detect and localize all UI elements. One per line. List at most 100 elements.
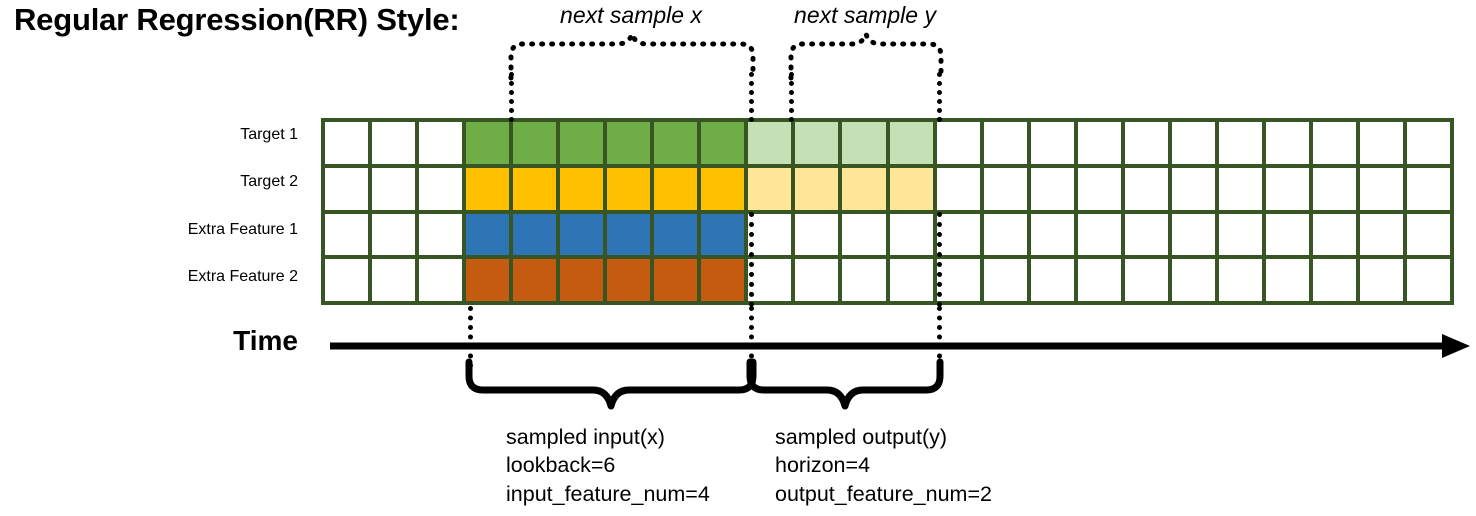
grid-cell-blank [1359,167,1403,210]
grid-cell-input [560,122,604,164]
grid-cell-blank [1406,167,1450,210]
grid-cell-output [795,122,839,164]
grid-cell-input [513,259,557,301]
grid-cell-blank [795,259,839,301]
grid-cell-blank [1171,167,1215,210]
grid-cell-blank [1124,167,1168,210]
grid-cell-output [889,167,933,210]
annotation-sampled-input: sampled input(x) lookback=6 input_featur… [506,423,710,508]
grid-cell-output [748,167,792,210]
annotation-sampled-output-line-1: sampled output(y) [775,425,948,449]
grid-cell-blank [325,122,369,164]
grid-cell-blank [842,213,886,256]
grid-cell-blank [1030,213,1074,256]
row-label-target-1: Target 1 [240,126,298,143]
grid-cell-blank [325,213,369,256]
grid-cell-input [654,122,698,164]
dotted-guide-output-start-top [789,72,794,122]
grid-cell-output [842,167,886,210]
grid-cell-blank [1359,259,1403,301]
dotted-guide-output-end-top [937,72,942,122]
grid-cell-blank [1265,122,1309,164]
grid-cell-input [466,213,510,256]
row-label-extra-feature-1: Extra Feature 1 [187,221,298,238]
brace-sampled-input [465,358,757,410]
brace-sampled-output [746,358,944,410]
grid-cell-blank [1312,213,1356,256]
grid-cell-blank [1406,213,1450,256]
grid-cell-blank [325,167,369,210]
grid-cell-blank [1030,122,1074,164]
grid-cell-blank [936,122,980,164]
grid-cell-output [842,122,886,164]
row-label-target-2: Target 2 [240,173,298,190]
dotted-guide-input-end-top [749,72,754,122]
grid-cell-blank [795,213,839,256]
dotted-guide-input-start-bottom [468,306,473,368]
grid-cell-blank [372,213,416,256]
grid-cell-blank [983,213,1027,256]
grid-cell-blank [936,259,980,301]
grid-cell-blank [1265,259,1309,301]
dotted-guide-input-end-bottom [749,306,754,368]
annotation-sampled-output: sampled output(y) horizon=4 output_featu… [775,423,992,508]
time-axis-label: Time [233,325,298,356]
grid-cell-input [466,259,510,301]
timeseries-grid [321,118,1454,305]
grid-cell-blank [1312,259,1356,301]
grid-cell-input [560,213,604,256]
grid-cell-blank [1077,213,1121,256]
grid-cell-input [466,167,510,210]
grid-cell-blank [1359,122,1403,164]
grid-cell-blank [325,259,369,301]
grid-cell-input [560,167,604,210]
annotation-sampled-output-line-3: output_feature_num=2 [775,481,992,506]
brace-next-sample-x [508,25,756,81]
dotted-guide-output-end-grid [937,212,942,307]
grid-cell-input [701,167,745,210]
grid-cell-blank [1171,259,1215,301]
grid-cell-input [607,167,651,210]
grid-cell-blank [372,167,416,210]
grid-cell-blank [936,167,980,210]
grid-cell-blank [1406,259,1450,301]
grid-cell-blank [1265,167,1309,210]
grid-cell-blank [419,122,463,164]
grid-cell-input [654,167,698,210]
grid-cell-blank [372,259,416,301]
grid-cell-blank [372,122,416,164]
annotation-next-sample-y: next sample y [794,2,936,28]
page-title: Regular Regression(RR) Style: [14,2,460,37]
grid-cell-blank [1218,213,1262,256]
grid-cell-blank [936,213,980,256]
grid-cell-output [795,167,839,210]
grid-cell-input [513,167,557,210]
grid-cell-input [607,259,651,301]
annotation-sampled-input-line-3: input_feature_num=4 [506,481,710,506]
grid-cell-input [513,122,557,164]
grid-cell-blank [1218,167,1262,210]
annotation-next-sample-x: next sample x [560,2,702,28]
grid-cell-input [607,122,651,164]
grid-cell-input [607,213,651,256]
grid-cell-blank [419,213,463,256]
grid-cell-blank [1218,259,1262,301]
grid-cell-blank [1077,259,1121,301]
grid-cell-blank [1359,213,1403,256]
grid-cell-blank [1171,213,1215,256]
grid-cell-blank [419,259,463,301]
dotted-guide-output-end-bottom [937,306,942,368]
grid-cell-blank [1171,122,1215,164]
grid-cell-input [560,259,604,301]
grid-cell-blank [889,259,933,301]
grid-cell-blank [1077,122,1121,164]
row-label-extra-feature-2: Extra Feature 2 [187,268,298,285]
grid-cell-blank [889,213,933,256]
grid-cell-blank [419,167,463,210]
grid-cell-input [654,259,698,301]
grid-cell-input [701,259,745,301]
grid-cell-blank [1124,122,1168,164]
grid-cell-input [701,122,745,164]
grid-cell-input [466,122,510,164]
grid-cell-input [701,213,745,256]
